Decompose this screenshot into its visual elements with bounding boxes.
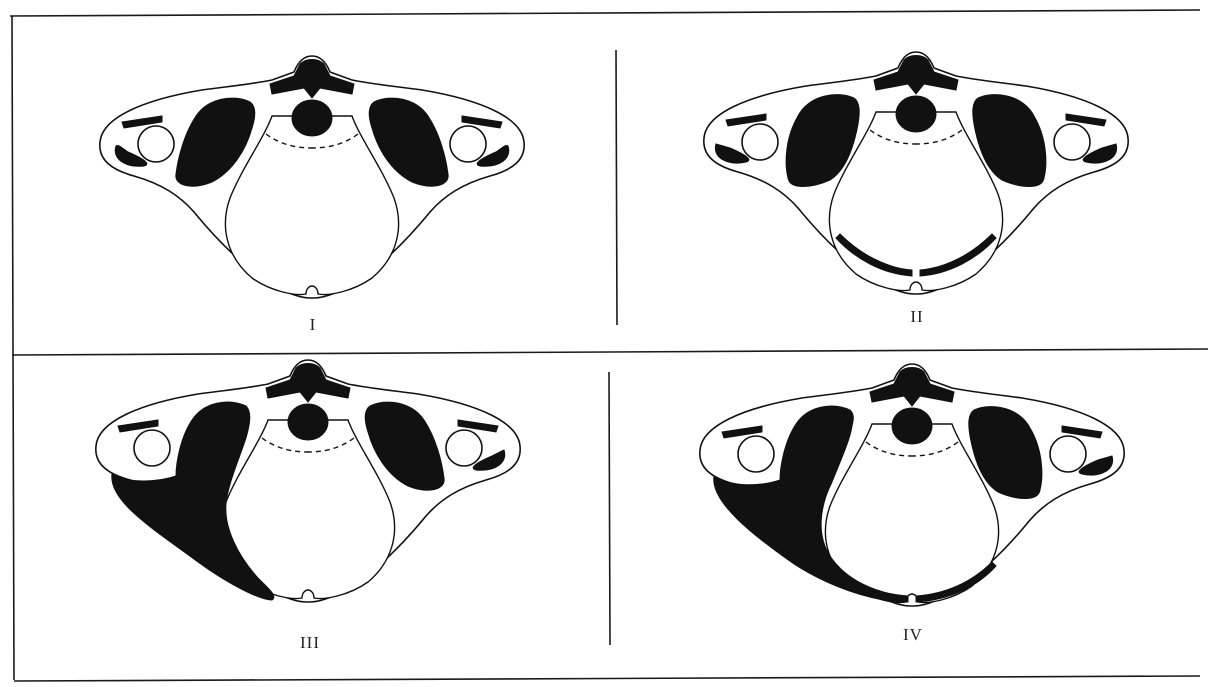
frame-left-line xyxy=(12,16,14,680)
panel-label-iii: III xyxy=(300,633,320,652)
panel-iv-vertebra xyxy=(700,364,1124,606)
panel-ii-vertebra xyxy=(704,52,1128,294)
dens xyxy=(292,100,332,136)
dens xyxy=(892,408,932,444)
transverse-foramen-right xyxy=(450,126,486,162)
transverse-foramen-left xyxy=(138,126,174,162)
frame-middle-divider xyxy=(12,349,1208,355)
panel-label-iv: IV xyxy=(903,625,923,644)
panel-i-vertebra xyxy=(100,56,524,298)
frame-top-line xyxy=(10,10,1200,16)
vertical-divider-top xyxy=(616,50,617,325)
dens xyxy=(896,96,936,132)
dens xyxy=(288,404,328,440)
panel-label-i: I xyxy=(310,315,317,334)
panel-label-ii: II xyxy=(910,307,923,326)
vertical-divider-bottom xyxy=(609,372,610,645)
panel-iii-vertebra xyxy=(96,360,520,602)
frame-bottom-line xyxy=(14,676,1200,681)
